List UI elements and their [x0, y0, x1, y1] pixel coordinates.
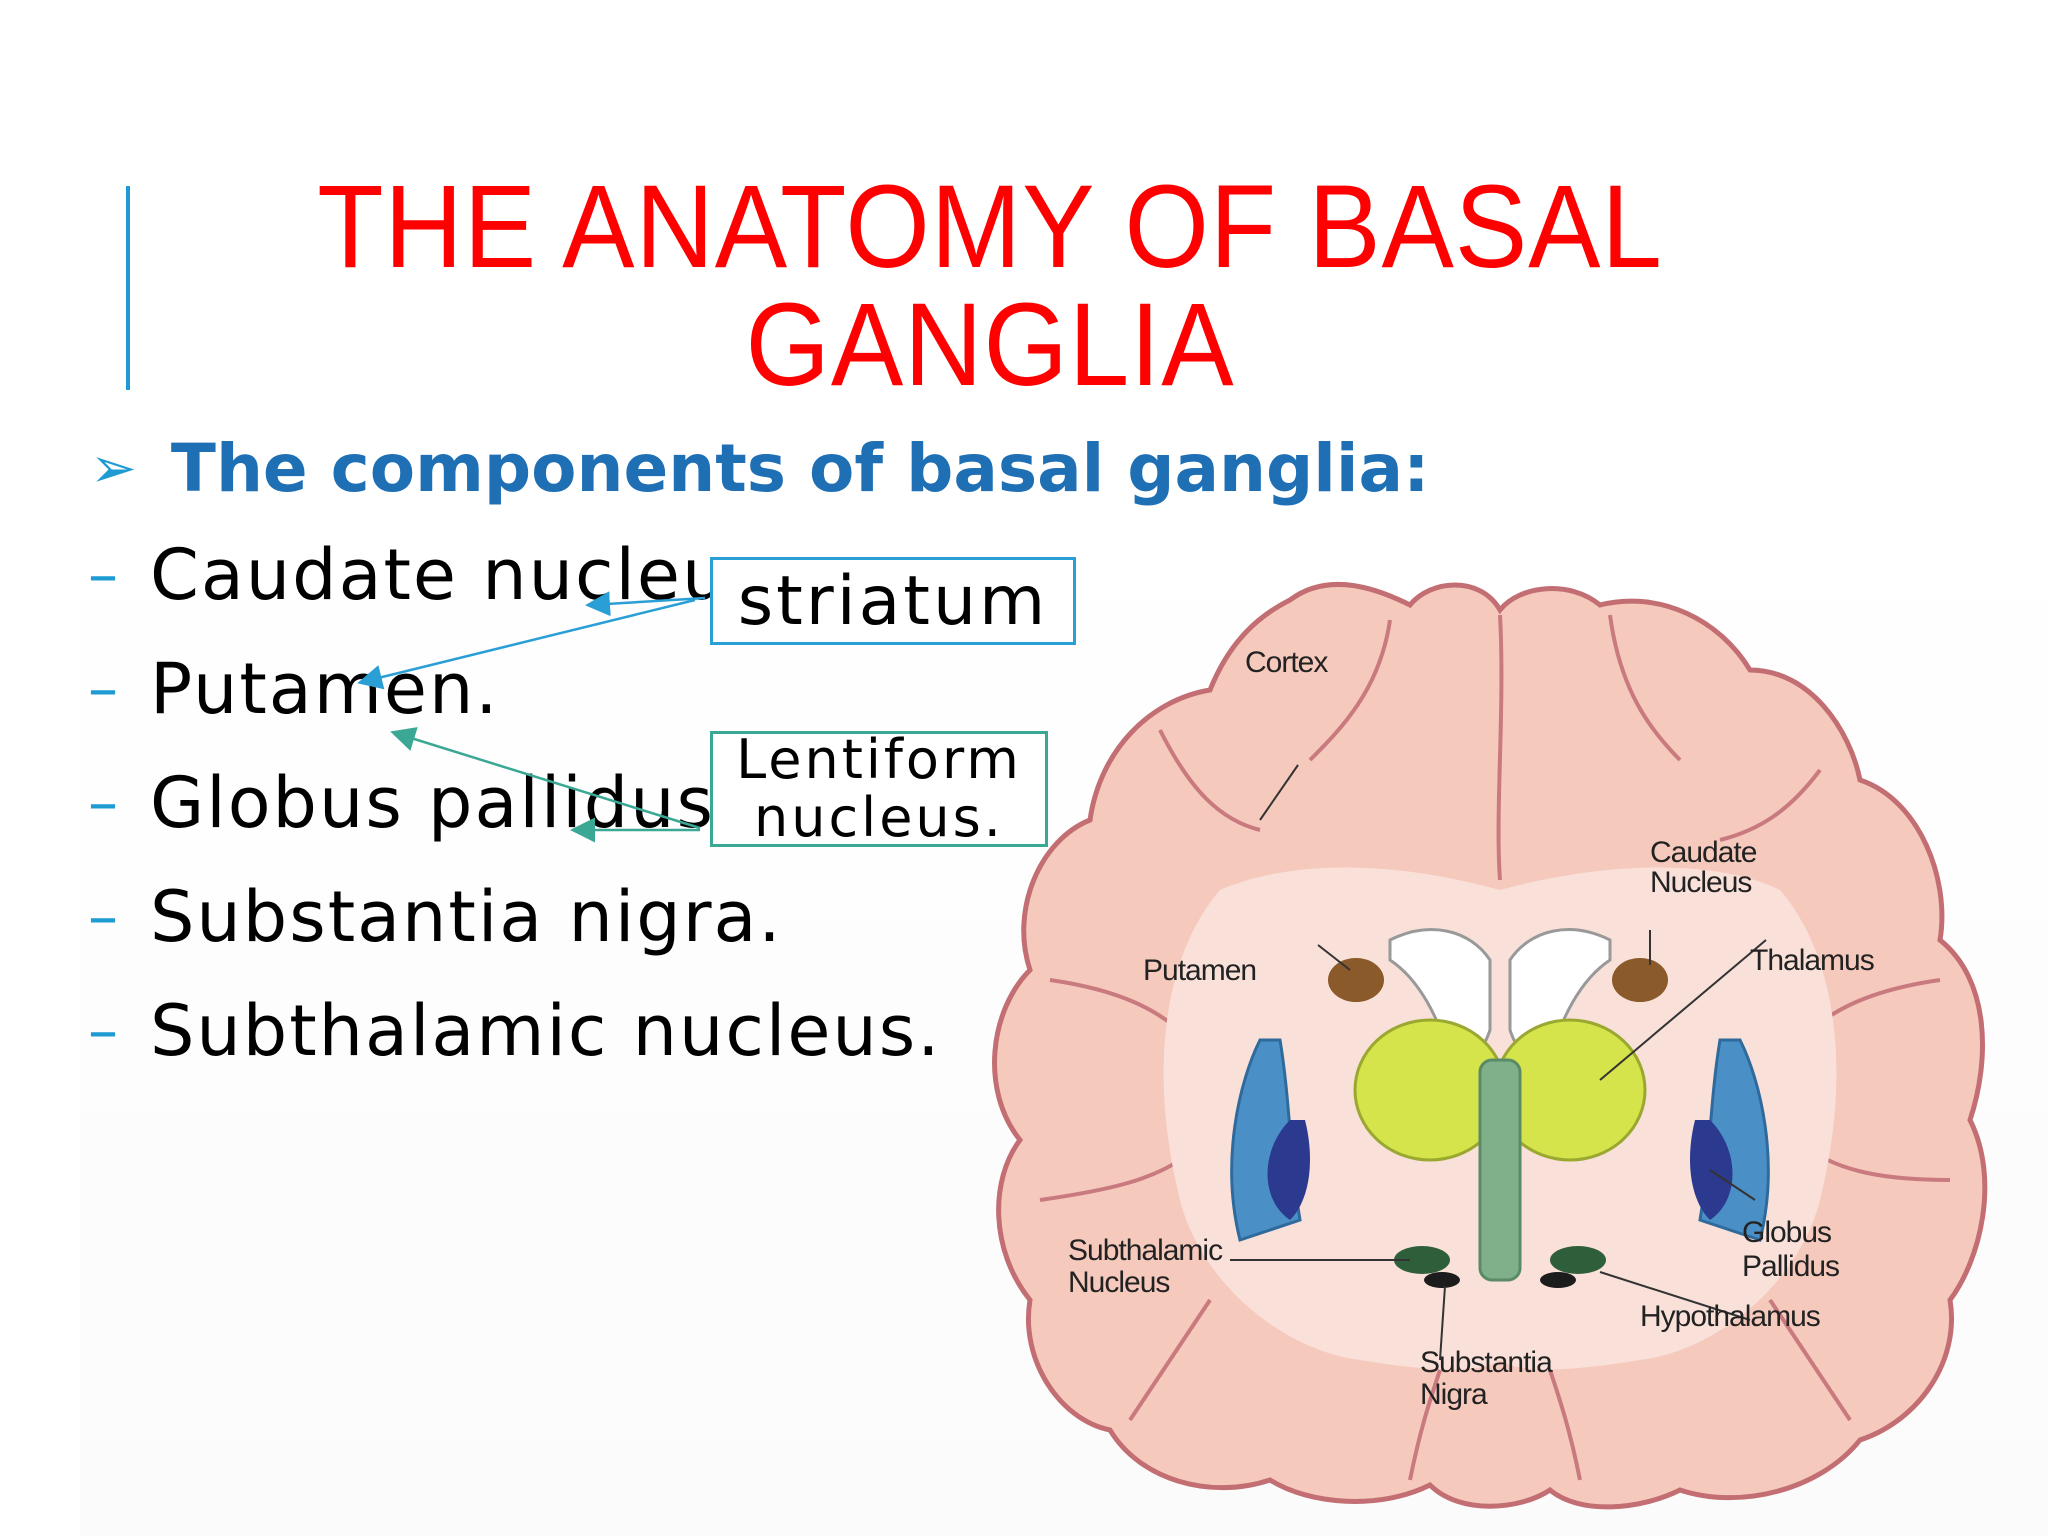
dash-bullet: –: [88, 654, 120, 724]
list-item-text: Substantia nigra.: [150, 876, 783, 958]
brain-coronal-section-diagram: Cortex Caudate Nucleus Putamen Thalamus …: [992, 582, 1988, 1510]
subheading-text: The components of basal ganglia:: [170, 429, 1430, 507]
title-line-1: THE ANATOMY OF BASAL: [317, 161, 1663, 293]
globus-left: [1267, 1120, 1310, 1220]
third-ventricle: [1478, 1058, 1522, 1282]
list-item-text: Globus pallidus.: [150, 762, 740, 844]
dash-bullet: –: [88, 882, 120, 952]
dash-bullet: –: [88, 540, 120, 610]
label-substantia-2: Nigra: [1420, 1378, 1488, 1411]
title-accent-bar: [126, 186, 130, 390]
list-item: – Globus pallidus.: [88, 758, 739, 848]
caudate-left: [1328, 958, 1384, 1002]
arrow-bullet-icon: ➢: [90, 435, 137, 501]
subthalamic-right: [1550, 1246, 1606, 1274]
title-line-2: GANGLIA: [745, 279, 1235, 411]
list-item: – Caudate nucleus.: [88, 530, 791, 620]
label-globus-2: Pallidus: [1742, 1250, 1839, 1283]
label-putamen: Putamen: [1143, 954, 1256, 987]
label-caudate-1: Caudate: [1650, 836, 1757, 869]
list-item-text: Putamen.: [150, 648, 500, 730]
subheading: ➢ The components of basal ganglia:: [90, 428, 1429, 508]
list-item: – Putamen.: [88, 644, 500, 734]
list-item-text: Caudate nucleus.: [150, 534, 792, 616]
label-cortex: Cortex: [1245, 646, 1328, 679]
dash-bullet: –: [88, 768, 120, 838]
nigra-right: [1540, 1272, 1576, 1288]
leader-lines: [1230, 764, 1767, 1361]
label-substantia-1: Substantia: [1420, 1346, 1553, 1379]
label-hypothalamus: Hypothalamus: [1640, 1300, 1820, 1333]
striatum-box: striatum: [710, 557, 1076, 645]
label-thalamus: Thalamus: [1750, 944, 1874, 977]
label-caudate-2: Nucleus: [1650, 866, 1751, 899]
list-item-text: Subthalamic nucleus.: [150, 990, 942, 1072]
nigra-left: [1424, 1272, 1460, 1288]
caudate-right: [1612, 958, 1668, 1002]
label-subthalamic-1: Subthalamic: [1068, 1234, 1223, 1267]
slide-title: THE ANATOMY OF BASAL GANGLIA: [282, 168, 1699, 404]
lentiform-line-1: Lentiform: [736, 728, 1022, 791]
lentiform-nucleus-box: Lentiform nucleus.: [710, 731, 1048, 847]
dash-bullet: –: [88, 996, 120, 1066]
label-globus-1: Globus: [1742, 1216, 1831, 1249]
lentiform-line-2: nucleus.: [754, 786, 1004, 849]
list-item: – Subthalamic nucleus.: [88, 986, 941, 1076]
label-subthalamic-2: Nucleus: [1068, 1266, 1169, 1299]
subthalamic-left: [1394, 1246, 1450, 1274]
list-item: – Substantia nigra.: [88, 872, 783, 962]
